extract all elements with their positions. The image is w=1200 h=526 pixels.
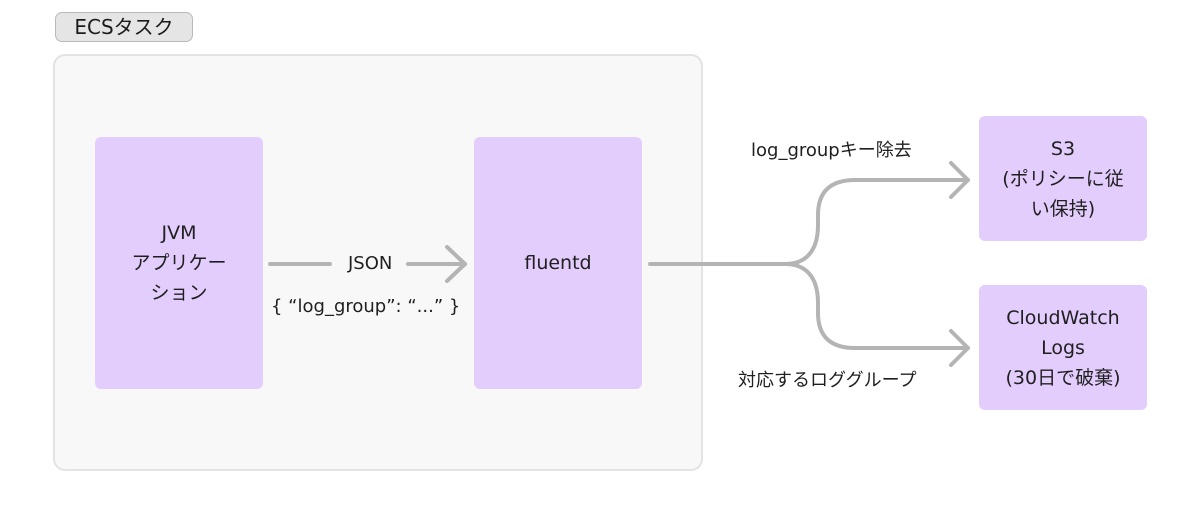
ecs-task-tag: ECSタスク	[55, 12, 193, 42]
s3-node: S3 (ポリシーに従 い保持)	[979, 116, 1147, 241]
edge-cloudwatch-label: 対応するロググループ	[738, 370, 917, 391]
edge-fluentd-s3-arrowhead	[949, 161, 970, 199]
fluentd-node: fluentd	[474, 137, 642, 389]
edge-jvm-fluentd-arrowhead	[445, 245, 467, 283]
edge-fluentd-s3	[783, 178, 970, 266]
s3-node-line-3: い保持)	[1030, 197, 1096, 220]
cloudwatch-logs-node: CloudWatch Logs (30日で破棄)	[979, 285, 1147, 410]
cloudwatch-node-line-3: (30日で破棄)	[1005, 366, 1121, 389]
s3-node-line-1: S3	[1050, 137, 1076, 160]
cloudwatch-node-line-2: Logs	[1041, 336, 1085, 359]
jvm-application-node: JVM アプリケー ション	[95, 137, 263, 389]
fluentd-node-label: fluentd	[524, 252, 592, 274]
edge-fluentd-cloudwatch-arrowhead	[949, 329, 970, 367]
edge-json-example: { “log_group”: “...” }	[271, 296, 461, 317]
edge-s3-label: log_groupキー除去	[751, 140, 912, 161]
edge-json-label: JSON	[344, 252, 397, 276]
jvm-node-line-3: ション	[150, 282, 208, 304]
jvm-node-line-2: アプリケー	[131, 252, 227, 274]
cloudwatch-node-line-1: CloudWatch	[1006, 306, 1120, 329]
jvm-node-line-1: JVM	[161, 222, 197, 244]
s3-node-line-2: (ポリシーに従	[1002, 167, 1124, 190]
edge-fluentd-cloudwatch	[783, 262, 970, 350]
